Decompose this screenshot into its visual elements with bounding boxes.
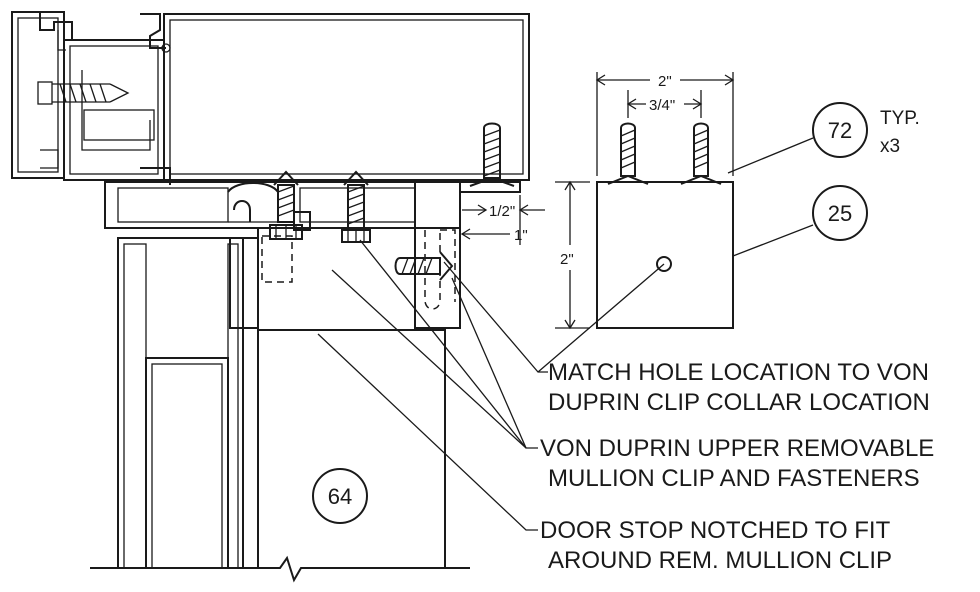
svg-text:MATCH HOLE LOCATION TO VON: MATCH HOLE LOCATION TO VON	[548, 359, 929, 386]
dim-one-inch: 1"	[460, 227, 528, 244]
dim-block-height-label: 2"	[560, 251, 574, 268]
collar-hole	[656, 256, 672, 272]
bubble-25: 25	[732, 185, 868, 257]
svg-text:DOOR STOP NOTCHED TO FIT: DOOR STOP NOTCHED TO FIT	[540, 517, 891, 544]
svg-text:DUPRIN CLIP COLLAR LOCATION: DUPRIN CLIP COLLAR LOCATION	[548, 389, 930, 416]
block-fastener-left	[607, 122, 649, 185]
leader-door-stop	[317, 333, 538, 531]
frame-screw	[37, 81, 130, 105]
head-fastener-1	[269, 170, 311, 240]
svg-text:25: 25	[828, 201, 852, 226]
leader-match-hole	[443, 261, 665, 373]
head-glass-panel	[163, 13, 530, 181]
clip-block-detail	[596, 122, 734, 329]
svg-text:MULLION CLIP AND FASTENERS: MULLION CLIP AND FASTENERS	[548, 465, 920, 492]
mullion-extrusion	[117, 237, 259, 569]
dim-block-width: 2"	[595, 72, 735, 176]
dim-fastener-spacing-label: 3/4"	[649, 97, 675, 114]
dim-half-inch: 1/2"	[462, 195, 545, 245]
head-extrusion	[104, 181, 521, 329]
dim-block-width-label: 2"	[658, 73, 672, 90]
dim-one-inch-label: 1"	[514, 227, 528, 244]
bubble-72: 72	[727, 102, 868, 174]
svg-text:VON DUPRIN UPPER REMOVABLE: VON DUPRIN UPPER REMOVABLE	[540, 435, 934, 462]
dim-fastener-spacing: 3/4"	[626, 90, 703, 118]
svg-text:AROUND REM. MULLION CLIP: AROUND REM. MULLION CLIP	[548, 547, 892, 574]
head-fastener-3	[469, 122, 515, 187]
dim-half-inch-label: 1/2"	[489, 203, 515, 220]
callout-door-stop: DOOR STOP NOTCHED TO FIT AROUND REM. MUL…	[540, 517, 892, 574]
svg-text:72: 72	[828, 118, 852, 143]
dim-block-height: 2"	[555, 180, 590, 330]
leader-von-duprin	[331, 239, 538, 449]
break-line	[90, 555, 470, 583]
glazing-frame-profile	[11, 11, 171, 185]
bubble-64: 64	[312, 468, 368, 524]
typ-label: TYP.	[880, 108, 920, 129]
head-fastener-2	[341, 170, 371, 243]
mullion-clip-hidden	[261, 229, 456, 310]
block-fastener-right	[680, 122, 722, 185]
callout-von-duprin: VON DUPRIN UPPER REMOVABLE MULLION CLIP …	[540, 435, 934, 492]
svg-text:64: 64	[328, 484, 352, 509]
typ-count: x3	[880, 136, 900, 157]
side-fastener	[394, 251, 454, 281]
door-stop	[257, 228, 446, 568]
typ-note: TYP. x3	[880, 108, 920, 157]
callout-match-hole: MATCH HOLE LOCATION TO VON DUPRIN CLIP C…	[548, 359, 930, 416]
